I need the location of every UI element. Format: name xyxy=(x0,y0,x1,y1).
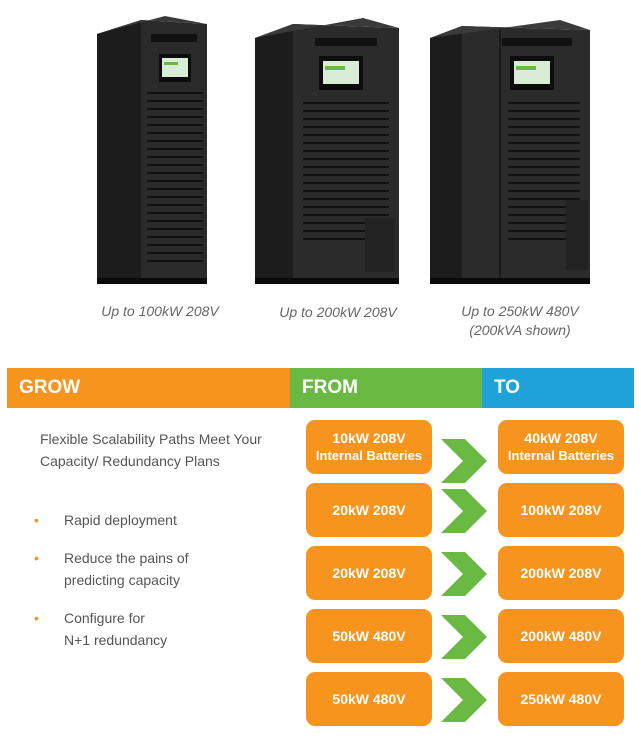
from-box: 20kW 208V xyxy=(306,483,432,537)
to-header: TO xyxy=(482,368,634,408)
arrow-right-icon xyxy=(441,552,487,596)
from-box: 20kW 208V xyxy=(306,546,432,600)
caption-200kw: Up to 200kW 208V xyxy=(279,304,397,320)
cabinet-200kw-image xyxy=(253,12,403,290)
bullet-dot-icon: • xyxy=(34,550,39,566)
to-box: 200kW 480V xyxy=(498,609,624,663)
from-box: 50kW 480V xyxy=(306,609,432,663)
caption-250kw: Up to 250kW 480V (200kVA shown) xyxy=(461,303,579,338)
caption-100kw: Up to 100kW 208V xyxy=(101,303,219,319)
to-box: 200kW 208V xyxy=(498,546,624,600)
to-box: 100kW 208V xyxy=(498,483,624,537)
from-box: 50kW 480V xyxy=(306,672,432,726)
cabinet-100kw-image xyxy=(95,12,210,290)
arrow-right-icon xyxy=(441,678,487,722)
grow-header: GROW xyxy=(7,368,290,408)
bullet-dot-icon: • xyxy=(34,610,39,626)
arrow-right-icon xyxy=(441,439,487,483)
arrow-right-icon xyxy=(441,615,487,659)
bullet-dot-icon: • xyxy=(34,512,39,528)
intro-text: Flexible Scalability Paths Meet Your Cap… xyxy=(40,431,262,469)
cabinet-250kw-image xyxy=(428,16,594,290)
from-header: FROM xyxy=(290,368,482,408)
to-box: 250kW 480V xyxy=(498,672,624,726)
arrow-right-icon xyxy=(441,489,487,533)
